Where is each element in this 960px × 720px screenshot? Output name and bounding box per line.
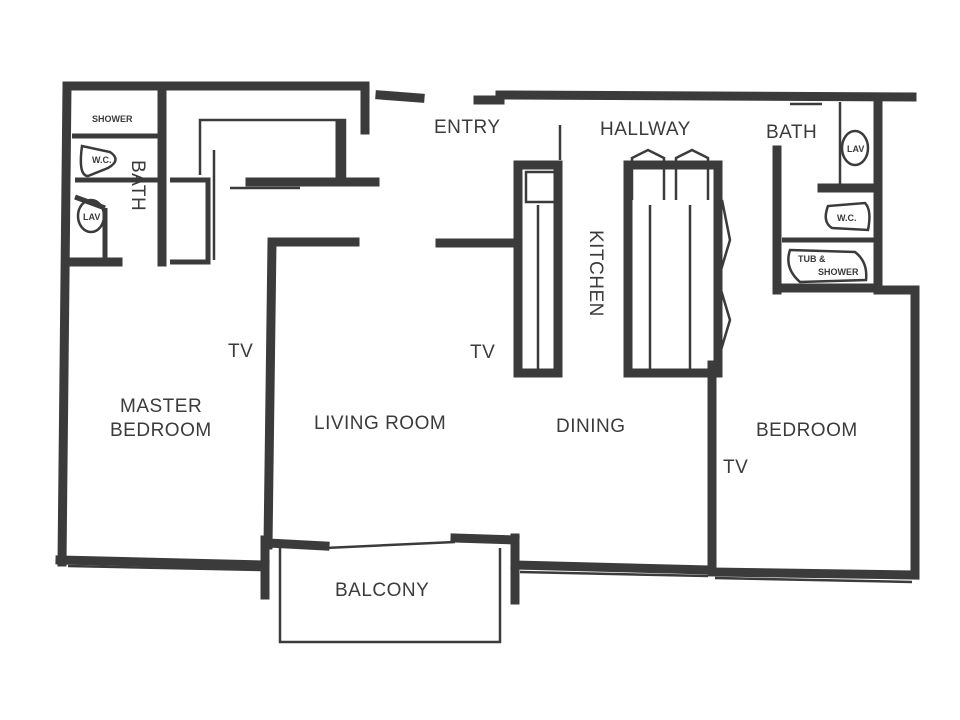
bath-right-label: BATH: [766, 122, 817, 143]
hallway-label: HALLWAY: [600, 119, 691, 140]
lav-left-label: LAV: [83, 212, 100, 222]
entry-label: ENTRY: [434, 117, 501, 138]
wc-right-label: W.C.: [837, 213, 857, 223]
tv-label-bedroom: TV: [723, 457, 748, 478]
toilet-left: [79, 144, 117, 178]
lav-right-label: LAV: [847, 144, 864, 154]
walls: [55, 81, 920, 644]
master-bedroom-label-2: BEDROOM: [110, 420, 212, 441]
balcony-label: BALCONY: [335, 580, 429, 601]
tv-label-living: TV: [470, 342, 495, 363]
kitchen-label: KITCHEN: [585, 230, 606, 317]
fixtures: W.C. LAV SHOWER LAV W.C. TUB & SHOWER: [74, 114, 871, 284]
dining-label: DINING: [556, 416, 626, 437]
tv-label-master: TV: [228, 341, 253, 362]
bath-left-label: BATH: [127, 160, 148, 211]
master-bedroom-label-1: MASTER: [120, 396, 202, 417]
lav-right: [840, 129, 870, 167]
kitchen-counters: [513, 148, 732, 378]
toilet-right: [824, 201, 871, 232]
lav-left: [76, 198, 106, 234]
shower-label: SHOWER: [92, 114, 133, 124]
tub: [787, 248, 868, 284]
tub-label-1: TUB &: [798, 254, 826, 264]
living-room-label: LIVING ROOM: [314, 413, 446, 434]
wc-left-label: W.C.: [92, 155, 112, 165]
tub-label-2: SHOWER: [818, 267, 859, 277]
bedroom-label: BEDROOM: [756, 420, 858, 441]
room-labels: ENTRY HALLWAY BATH BATH KITCHEN MASTER B…: [110, 117, 858, 601]
